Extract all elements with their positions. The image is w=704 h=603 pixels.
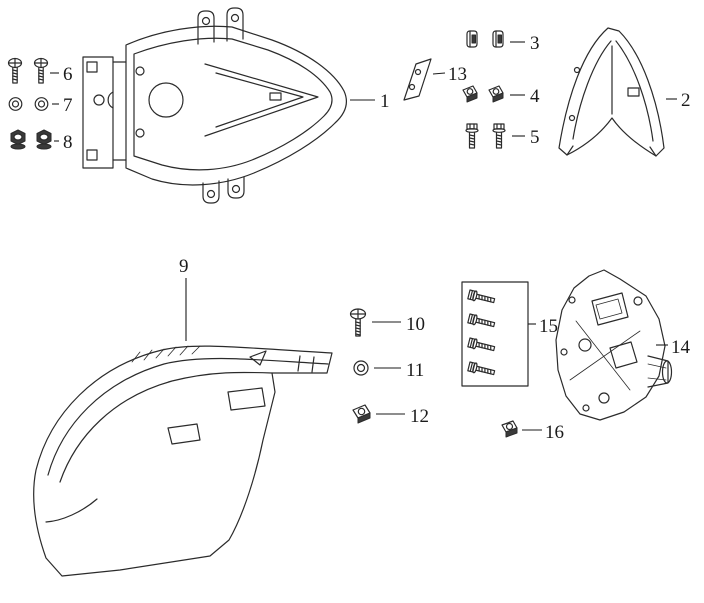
bolt-set-box bbox=[461, 281, 529, 387]
callout-label-13: 13 bbox=[448, 64, 467, 85]
clip-3b bbox=[492, 30, 504, 48]
part-clip-nut-12 bbox=[352, 404, 371, 424]
nut-8b bbox=[36, 129, 52, 150]
part-washer-11 bbox=[353, 360, 369, 376]
washer-7b bbox=[34, 97, 49, 111]
bolt-15d bbox=[467, 361, 496, 376]
callout-label-16: 16 bbox=[545, 422, 564, 443]
screw-6a bbox=[7, 57, 23, 84]
tail-light-connector bbox=[647, 355, 669, 388]
bolt-15a bbox=[467, 289, 496, 304]
mudguard-cutout-lower bbox=[167, 423, 201, 445]
clip-nut-4b bbox=[488, 85, 504, 103]
leader-line-13 bbox=[432, 72, 446, 75]
bracket-hole-top bbox=[86, 61, 98, 73]
callout-label-11: 11 bbox=[406, 360, 424, 381]
part-bolt-set-15 bbox=[461, 281, 529, 387]
part-screws-6 bbox=[7, 57, 49, 84]
screw-6b bbox=[33, 57, 49, 84]
leader-lines bbox=[50, 41, 677, 431]
callout-label-4: 4 bbox=[530, 86, 540, 107]
part-rear-fender bbox=[82, 7, 347, 204]
part-tail-light-assembly bbox=[555, 269, 673, 421]
part-washers-7 bbox=[8, 97, 49, 111]
part-rear-mudguard bbox=[33, 345, 333, 577]
callout-label-2: 2 bbox=[681, 90, 691, 111]
callout-label-8: 8 bbox=[63, 132, 73, 153]
callout-label-10: 10 bbox=[406, 314, 425, 335]
fender-tab-bottom-left bbox=[202, 180, 220, 204]
nut-8a bbox=[10, 129, 26, 150]
clip-3a bbox=[466, 30, 478, 48]
callout-label-1: 1 bbox=[380, 91, 390, 112]
washer-7a bbox=[8, 97, 23, 111]
bolt-5a bbox=[465, 123, 479, 149]
part-screw-10 bbox=[349, 308, 367, 337]
fender-tab-top-left bbox=[197, 10, 215, 45]
bolt-5b bbox=[492, 123, 506, 149]
part-plate-13 bbox=[403, 58, 432, 101]
part-clips-3 bbox=[466, 30, 504, 48]
part-tail-cowl bbox=[558, 27, 665, 157]
callout-label-3: 3 bbox=[530, 33, 540, 54]
callout-label-12: 12 bbox=[410, 406, 429, 427]
callout-label-14: 14 bbox=[671, 337, 691, 358]
clip-nut-4a bbox=[462, 85, 478, 103]
callout-label-9: 9 bbox=[179, 256, 189, 277]
callout-labels: 1 2 3 4 5 6 7 8 9 10 11 12 13 14 15 16 bbox=[63, 33, 691, 443]
fender-tab-top-right bbox=[226, 7, 244, 42]
callout-label-7: 7 bbox=[63, 95, 73, 116]
fender-left-bracket bbox=[82, 56, 114, 169]
part-clip-nuts-4 bbox=[462, 85, 504, 103]
bolt-15c bbox=[467, 337, 496, 352]
part-clip-nut-16 bbox=[501, 420, 518, 438]
callout-label-5: 5 bbox=[530, 127, 540, 148]
part-bolts-5 bbox=[465, 123, 506, 149]
callout-label-15: 15 bbox=[539, 316, 558, 337]
bolt-15b bbox=[467, 313, 496, 328]
bracket-hole-bottom bbox=[86, 149, 98, 161]
mudguard-cutout-upper bbox=[227, 387, 266, 411]
fender-center-hole bbox=[148, 82, 184, 118]
callout-label-6: 6 bbox=[63, 64, 73, 85]
fender-tab-bottom-right bbox=[227, 176, 245, 199]
part-nuts-8 bbox=[10, 129, 52, 150]
